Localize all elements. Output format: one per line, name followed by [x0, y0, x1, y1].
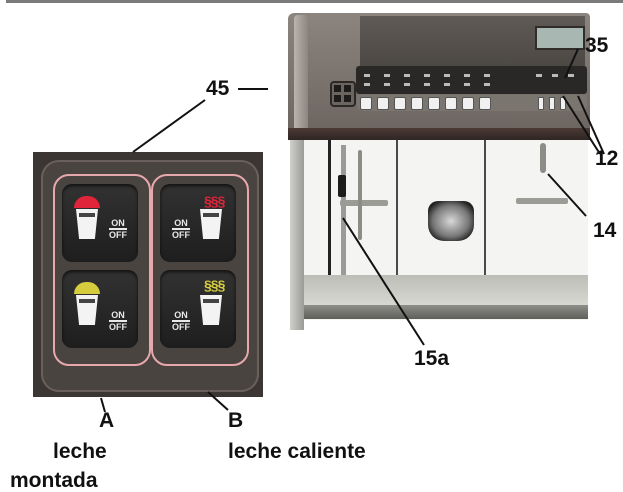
red-steam-icon: §§§ [204, 193, 225, 209]
group-b-label: leche caliente [228, 440, 366, 463]
frothed-milk-cup-icon [76, 209, 98, 239]
key-label-strip [356, 66, 587, 94]
group-a-label-line2: montada [10, 469, 98, 492]
drip-tray-front [294, 305, 588, 319]
hot-milk-cup-icon [200, 295, 222, 325]
machine-divider [396, 140, 398, 300]
hot-water-spout [540, 143, 546, 173]
callout-45: 45 [206, 77, 230, 100]
callout-15a: 15a [414, 347, 450, 370]
dose-button[interactable] [445, 97, 457, 110]
dose-button[interactable] [411, 97, 423, 110]
frothed-milk-cup-icon [76, 295, 98, 325]
dose-button[interactable] [462, 97, 474, 110]
selector-button-12[interactable] [549, 97, 555, 110]
yellow-foam-icon [74, 282, 100, 294]
callout-35: 35 [585, 34, 609, 57]
machine-side-post [290, 140, 304, 330]
steam-tube [358, 150, 362, 240]
group-head [428, 201, 474, 241]
machine-divider [484, 140, 486, 300]
cup-rest [516, 198, 568, 204]
group-b-letter: B [228, 409, 244, 432]
steam-wand-grip [338, 175, 346, 197]
machine-band [288, 128, 590, 140]
dose-button[interactable] [360, 97, 372, 110]
leader-lines [100, 48, 605, 413]
drip-tray [294, 275, 588, 305]
dose-button[interactable] [377, 97, 389, 110]
keypad-45[interactable] [330, 81, 356, 107]
red-foam-icon [74, 196, 100, 208]
hot-milk-cup-icon [200, 209, 222, 239]
lcd-display [535, 26, 585, 50]
selector-button-12[interactable] [538, 97, 544, 110]
callout-14: 14 [593, 219, 617, 242]
machine-divider [328, 140, 331, 300]
yellow-steam-icon: §§§ [204, 277, 225, 293]
group-a-highlight [53, 174, 151, 366]
dose-button-row [357, 95, 587, 111]
group-a-letter: A [99, 409, 115, 432]
cup-rest [340, 200, 388, 206]
coffee-machine-illustration [288, 13, 590, 335]
dose-button[interactable] [394, 97, 406, 110]
dose-button[interactable] [428, 97, 440, 110]
top-rule [6, 0, 623, 3]
dose-button[interactable] [479, 97, 491, 110]
group-a-label-line1: leche [53, 440, 107, 463]
group-b-highlight [151, 174, 249, 366]
callout-12: 12 [595, 147, 619, 170]
machine-side-trim [294, 15, 308, 135]
